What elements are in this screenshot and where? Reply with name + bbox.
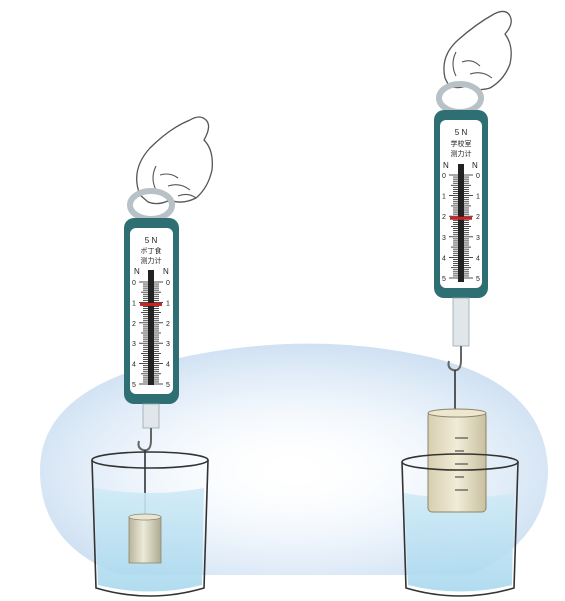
left-tick-label-left: 4: [132, 362, 136, 369]
right-tick-label-left: 1: [442, 194, 446, 201]
right-graduated-cylinder: [428, 412, 486, 512]
left-tick-label-right: 2: [166, 321, 170, 328]
right-range-label: 5 N: [455, 128, 468, 137]
spring-scale-icon: 5 N 学校室 测力计 N N 0 0 1 1 2 2 3 3 4 4 5 5: [434, 110, 488, 298]
left-tick-label-right: 5: [166, 382, 170, 389]
right-tick-label-right: 1: [476, 194, 480, 201]
left-name-line1: ボ丁食: [141, 246, 162, 255]
right-tick-label-left: 4: [442, 255, 446, 262]
left-metal-cylinder: [129, 517, 161, 563]
right-tick-label-right: 4: [476, 255, 480, 262]
right-tick-label-right: 2: [476, 214, 480, 221]
left-tick-label-left: 0: [132, 280, 136, 287]
right-tick-label-left: 0: [442, 173, 446, 180]
right-name-line2: 测力计: [451, 149, 472, 158]
right-tick-label-left: 3: [442, 235, 446, 242]
right-tick-label-right: 0: [476, 173, 480, 180]
right-tick-label-right: 5: [476, 276, 480, 283]
right-ring: [439, 84, 481, 112]
right-unit-left: N: [443, 161, 449, 170]
left-unit-left: N: [134, 267, 140, 276]
left-spring-slot: [148, 270, 154, 385]
spring-scale-icon: 5 N ボ丁食 测力计 N N 0 0 1 1 2 2 3 3 4 4 5 5: [124, 218, 179, 404]
left-range-label: 5 N: [145, 236, 158, 245]
left-tick-label-right: 4: [166, 362, 170, 369]
left-tick-label-right: 3: [166, 341, 170, 348]
right-pointer: [450, 217, 472, 220]
left-name-line2: 测力计: [141, 256, 162, 265]
right-tick-label-left: 5: [442, 276, 446, 283]
right-tick-label-right: 3: [476, 235, 480, 242]
left-tick-label-left: 1: [132, 300, 136, 307]
left-tick-label-left: 5: [132, 382, 136, 389]
left-tick-label-right: 0: [166, 280, 170, 287]
left-unit-right: N: [163, 267, 169, 276]
right-name-line1: 学校室: [451, 139, 472, 148]
left-tick-label-left: 2: [132, 321, 136, 328]
left-pointer: [140, 303, 162, 306]
hand-icon: [444, 11, 511, 89]
left-tick-label-left: 3: [132, 341, 136, 348]
left-tick-label-right: 1: [166, 300, 170, 307]
right-tick-label-left: 2: [442, 214, 446, 221]
right-spring-slot: [458, 164, 464, 282]
right-apparatus: 5 N 学校室 测力计 N N 0 0 1 1 2 2 3 3 4 4 5 5: [402, 11, 518, 596]
right-unit-right: N: [472, 161, 478, 170]
